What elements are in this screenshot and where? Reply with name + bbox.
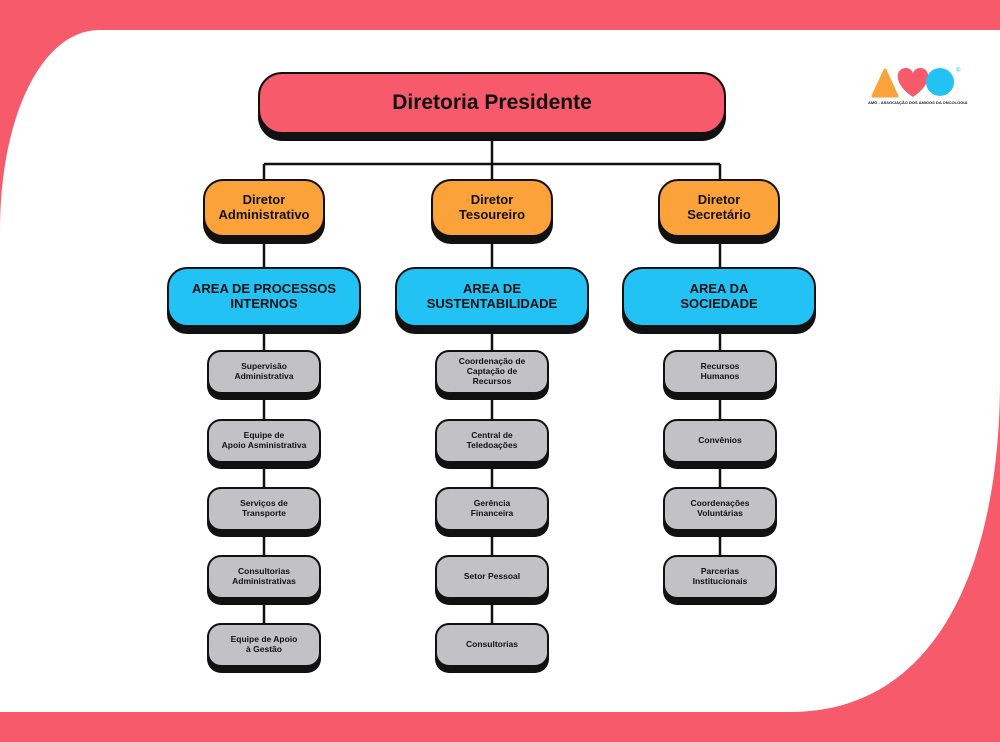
sub-unit-box: Equipe de Apoio Asministrativa xyxy=(207,419,321,463)
sub-unit-box: Parcerias Institucionais xyxy=(663,555,777,599)
sub-unit-box: Supervisão Administrativa xyxy=(207,350,321,394)
sub-unit-box: Central de Teledoações xyxy=(435,419,549,463)
area-processos-internos-box: AREA DE PROCESSOS INTERNOS xyxy=(167,267,361,327)
sub-unit-box: Consultorias xyxy=(435,623,549,667)
director-tesoureiro-box: Diretor Tesoureiro xyxy=(431,179,553,237)
sub-unit-box: Serviços de Transporte xyxy=(207,487,321,531)
amo-logo: ® xyxy=(871,67,961,98)
sub-unit-box: Recursos Humanos xyxy=(663,350,777,394)
area-sustentabilidade-box: AREA DE SUSTENTABILIDADE xyxy=(395,267,589,327)
circle-icon xyxy=(926,68,954,96)
sub-unit-box: Equipe de Apoio à Gestão xyxy=(207,623,321,667)
diretoria-presidente-box: Diretoria Presidente xyxy=(258,72,726,134)
area-sociedade-box: AREA DA SOCIEDADE xyxy=(622,267,816,327)
sub-unit-box: Consultorias Administrativas xyxy=(207,555,321,599)
sub-unit-box: Coordenação de Captação de Recursos xyxy=(435,350,549,394)
director-secretario-box: Diretor Secretário xyxy=(658,179,780,237)
director-administrativo-box: Diretor Administrativo xyxy=(203,179,325,237)
heart-icon xyxy=(897,68,929,97)
triangle-icon xyxy=(871,68,899,98)
sub-unit-box: Setor Pessoal xyxy=(435,555,549,599)
registered-mark: ® xyxy=(956,67,961,74)
sub-unit-box: Gerência Financeira xyxy=(435,487,549,531)
sub-unit-box: Coordenações Voluntárias xyxy=(663,487,777,531)
sub-unit-box: Convênios xyxy=(663,419,777,463)
logo-caption: AMO - ASSOCIAÇÃO DOS AMIGOS DA ONCOLOGIA xyxy=(868,100,968,105)
